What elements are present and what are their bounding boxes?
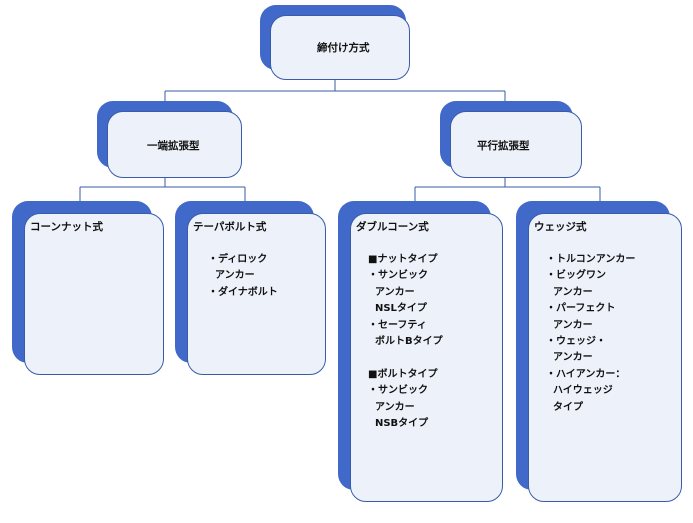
node-cone-nut-label: コーンナット式 xyxy=(30,221,103,233)
node-ittan-kakucho-label: 一端拡張型 xyxy=(147,140,200,152)
node-double-cone: ダブルコーン式 ■ナットタイプ ・サンビック アンカー NSLタイプ ・セーフテ… xyxy=(338,201,503,502)
node-cone-nut-card xyxy=(24,213,164,375)
node-wedge-items: ・トルコンアンカー ・ビッグワン アンカー ・パーフェクト アンカー ・ウェッジ… xyxy=(546,254,636,413)
node-taper-bolt: テーパボルト式 ・ディロック アンカー ・ダイナボルト xyxy=(175,201,326,375)
node-root-card xyxy=(270,15,410,80)
node-taper-bolt-card xyxy=(187,213,326,375)
node-double-cone-label: ダブルコーン式 xyxy=(356,221,429,233)
node-root: 締付け方式 xyxy=(260,5,410,80)
node-ittan-kakucho: 一端拡張型 xyxy=(97,101,242,178)
node-double-cone-items: ■ナットタイプ ・サンビック アンカー NSLタイプ ・セーフティ ボルトBタイ… xyxy=(368,254,443,430)
node-root-label: 締付け方式 xyxy=(317,42,370,54)
node-heiko-kakucho: 平行拡張型 xyxy=(440,101,582,178)
node-cone-nut: コーンナット式 xyxy=(12,201,164,375)
node-taper-bolt-items: ・ディロック アンカー ・ダイナボルト xyxy=(208,254,278,298)
node-ittan-kakucho-card xyxy=(107,111,242,178)
node-taper-bolt-label: テーパボルト式 xyxy=(193,221,267,233)
node-double-cone-card xyxy=(350,213,503,502)
node-heiko-kakucho-label: 平行拡張型 xyxy=(477,140,530,152)
node-wedge: ウェッジ式 ・トルコンアンカー ・ビッグワン アンカー ・パーフェクト アンカー… xyxy=(516,201,682,502)
node-wedge-card xyxy=(528,213,682,502)
node-wedge-label: ウェッジ式 xyxy=(534,221,587,233)
node-heiko-kakucho-card xyxy=(450,111,582,178)
